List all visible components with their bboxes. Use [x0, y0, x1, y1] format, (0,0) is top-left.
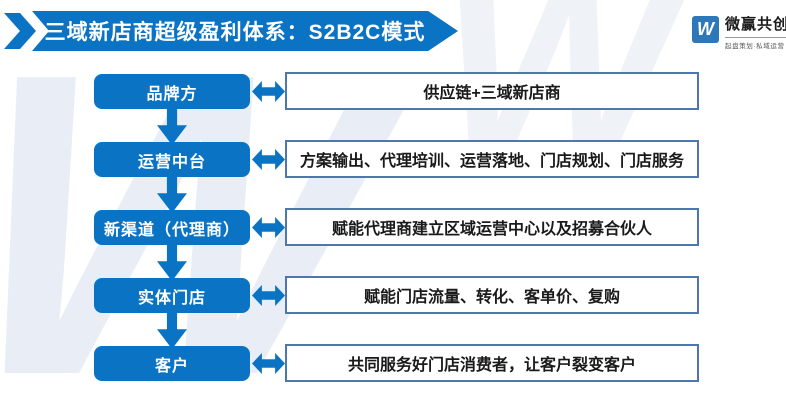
page-title: 三域新店商超级盈利体系：S2B2C模式 [44, 21, 426, 44]
double-arrow-icon [252, 285, 285, 306]
flow-node-operation-center: 运营中台 [94, 142, 250, 177]
double-arrow-icon [252, 353, 285, 374]
logo-name: 微赢共创 [725, 16, 786, 33]
flow-row-physical-store: 实体门店 赋能门店流量、转化、客单价、复购 [0, 276, 786, 314]
flow-detail-operation-center: 方案输出、代理培训、运营落地、门店规划、门店服务 [285, 140, 699, 178]
logo-w-icon: W [692, 16, 719, 43]
flow-detail-physical-store: 赋能门店流量、转化、客单价、复购 [285, 276, 699, 314]
title-banner: 三域新店商超级盈利体系：S2B2C模式 [32, 11, 458, 51]
flow-row-brand: 品牌方 供应链+三域新店商 [0, 72, 786, 110]
flow-node-brand: 品牌方 [94, 74, 250, 109]
brand-logo: W 微赢共创 起盘策划·私域运营 [692, 16, 786, 50]
flow-node-customer: 客户 [94, 346, 250, 381]
watermark-w-icon: W [0, 0, 382, 400]
double-arrow-icon [252, 149, 285, 170]
flow-detail-new-channel: 赋能代理商建立区域运营中心以及招募合伙人 [285, 208, 699, 246]
flow-detail-customer: 共同服务好门店消费者，让客户裂变客户 [285, 344, 699, 382]
logo-subtitle: 起盘策划·私域运营 [725, 37, 786, 50]
flow-node-physical-store: 实体门店 [94, 278, 250, 313]
double-arrow-icon [252, 81, 285, 102]
double-arrow-icon [252, 217, 285, 238]
logo-text: 微赢共创 起盘策划·私域运营 [725, 16, 786, 50]
flow-detail-brand: 供应链+三域新店商 [285, 72, 699, 110]
flow-row-operation-center: 运营中台 方案输出、代理培训、运营落地、门店规划、门店服务 [0, 140, 786, 178]
flow-node-new-channel: 新渠道（代理商） [94, 210, 250, 245]
flow-row-new-channel: 新渠道（代理商） 赋能代理商建立区域运营中心以及招募合伙人 [0, 208, 786, 246]
flow-row-customer: 客户 共同服务好门店消费者，让客户裂变客户 [0, 344, 786, 382]
